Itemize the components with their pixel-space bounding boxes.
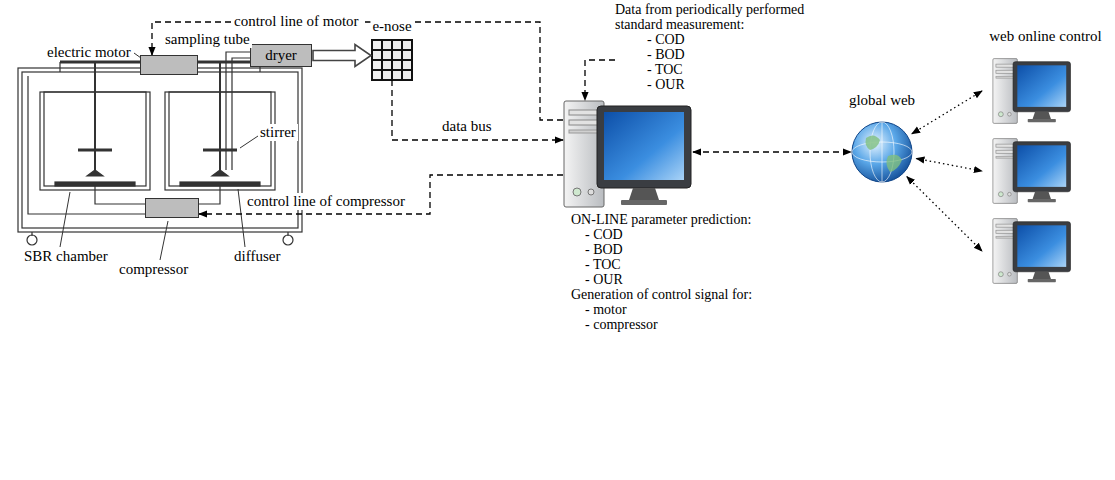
e-nose-box: e-nose <box>372 40 412 80</box>
edge-label: control line of compressor <box>245 193 407 210</box>
signal-line <box>907 177 982 251</box>
list-item: - COD <box>615 32 840 47</box>
edge-label: control line of motor <box>232 13 361 30</box>
node-label: Data from periodically performed standar… <box>615 2 840 32</box>
sbr-reactor <box>18 52 302 245</box>
sampling-tube <box>232 58 250 170</box>
node-label: web online control <box>989 28 1101 45</box>
client-computer-icon <box>993 139 1071 204</box>
leader-lines <box>60 53 258 260</box>
air-pipe <box>28 76 145 214</box>
measurement-note: Data from periodically performed standar… <box>615 2 840 94</box>
grid-line <box>372 49 412 51</box>
node-label: e-nose <box>372 18 411 35</box>
air-pipe <box>95 186 145 204</box>
leader-line <box>60 192 70 247</box>
stirrer-shaft <box>219 62 221 176</box>
client-computer-icon <box>993 59 1071 124</box>
list-item: - BOD <box>571 242 752 257</box>
leader-line <box>240 136 258 148</box>
list-item: - motor <box>571 302 752 317</box>
globe-node: global web <box>850 120 914 184</box>
node-label: global web <box>849 92 915 109</box>
grid-line <box>372 59 412 61</box>
stirrer-shaft <box>94 62 96 176</box>
signal-line <box>199 175 563 214</box>
part-label: diffuser <box>232 248 282 265</box>
text-group: Data from periodically performed standar… <box>615 2 840 92</box>
globe <box>852 122 912 182</box>
globe-icon <box>852 122 912 182</box>
signal-line <box>392 80 563 140</box>
list-item: - OUR <box>615 77 840 92</box>
grid-line <box>372 69 412 71</box>
e-nose-grid <box>372 40 412 80</box>
signal-line <box>912 91 982 134</box>
part-label: stirrer <box>258 124 298 141</box>
wheel <box>283 235 293 245</box>
flow-arrow <box>313 45 371 67</box>
text-group: web online control <box>989 28 1101 45</box>
sensor-array <box>372 40 412 80</box>
land <box>866 135 881 150</box>
meridian <box>870 122 894 182</box>
computer-icon <box>564 101 691 207</box>
signal-line <box>693 151 851 152</box>
signal-line <box>585 60 615 100</box>
list-item: - BOD <box>615 47 840 62</box>
text-group: dryer <box>251 45 311 66</box>
air-pipe <box>199 186 220 204</box>
leader-line <box>238 189 245 247</box>
text-group: ON-LINE parameter prediction:- COD- BOD-… <box>571 212 752 332</box>
text-group: electric motor <box>47 44 131 61</box>
land <box>886 155 902 172</box>
wheel <box>27 235 37 245</box>
meridian <box>882 122 883 182</box>
computer-node: ON-LINE parameter prediction:- COD- BOD-… <box>563 100 693 208</box>
motor-box: electric motor <box>140 55 198 75</box>
sampling-tube <box>226 52 250 170</box>
node-label: dryer <box>265 47 297 64</box>
stirrer-paddle <box>78 149 112 152</box>
list-item: - COD <box>571 227 752 242</box>
dryer-box: dryer <box>250 44 312 67</box>
node-label: electric motor <box>47 44 131 61</box>
text-group: compressor <box>119 261 188 278</box>
list-item: - OUR <box>571 272 752 287</box>
diffuser-plate <box>180 182 260 186</box>
part-label: sampling tube <box>163 31 252 48</box>
text-group: global web <box>849 92 915 109</box>
client-computer-icon <box>993 219 1071 284</box>
list-item: - compressor <box>571 317 752 332</box>
part-label: SBR chamber <box>22 248 110 265</box>
compressor-box: compressor <box>145 198 199 218</box>
signal-line <box>916 159 982 171</box>
signal-line <box>152 22 563 120</box>
client-group: web online control <box>983 28 1108 290</box>
node-label: Generation of control signal for: <box>571 287 752 302</box>
node-label: compressor <box>119 261 188 278</box>
edge-label: data bus <box>440 118 494 135</box>
leader-line <box>160 221 168 260</box>
post <box>59 62 60 72</box>
impeller <box>87 170 103 176</box>
node-label: ON-LINE parameter prediction: <box>571 212 752 227</box>
impeller <box>212 170 228 176</box>
diffuser-plate <box>55 182 135 186</box>
list-item: - TOC <box>615 62 840 77</box>
text-group: e-nose <box>370 18 413 35</box>
list-item: - TOC <box>571 257 752 272</box>
